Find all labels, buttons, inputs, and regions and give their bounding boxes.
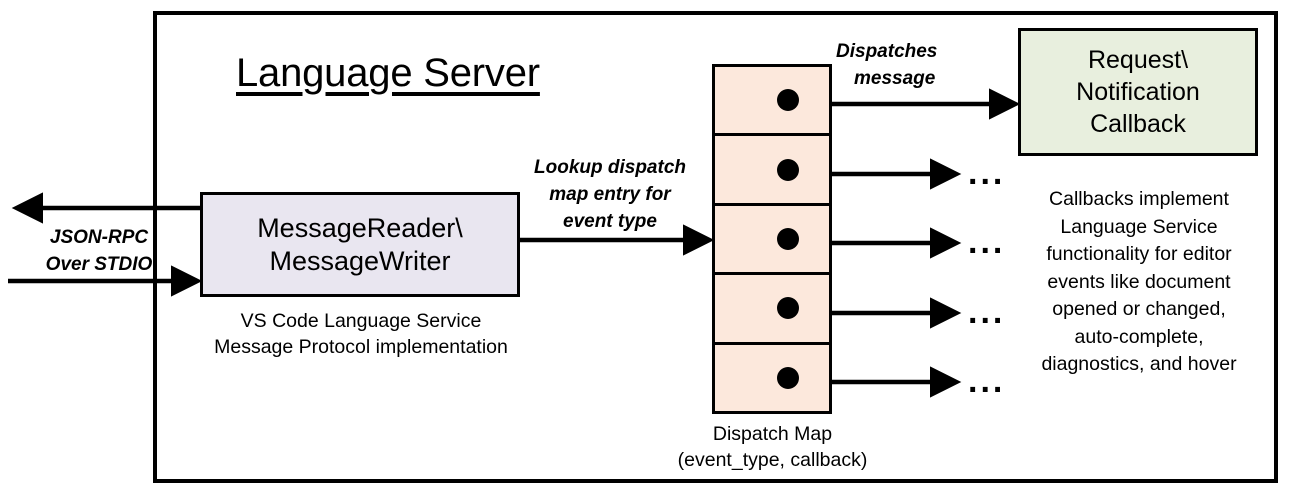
page-title: Language Server [236,51,540,95]
callback-dot-icon [777,158,799,181]
dispatch-caption-line1: Dispatch Map [712,423,833,445]
callback-caption-line: Callbacks implement [1049,188,1229,210]
ellipsis-row-5: ... [968,362,1006,400]
callback-caption-line: diagnostics, and hover [1041,353,1237,375]
ellipsis-row-3: ... [968,223,1006,261]
message-reader-writer-box[interactable]: MessageReader\ MessageWriter [200,192,520,297]
reader-caption-line2: Message Protocol implementation [214,336,508,358]
lookup-label-line2: map entry for [549,184,671,205]
callback-dot-icon [777,366,799,389]
dispatch-map-row[interactable] [715,275,829,345]
jsonrpc-transport-label: JSON-RPC Over STDIO [24,224,174,278]
dispatch-map-row[interactable] [715,206,829,276]
lookup-label-line3: event type [563,211,657,232]
callback-caption-line: functionality for editor [1046,243,1232,265]
dispatch-map-row[interactable] [715,136,829,206]
lookup-label-line1: Lookup dispatch [534,157,686,178]
reader-box-line1: MessageReader\ [257,212,463,243]
dispatches-message-label: Dispatches message [836,38,1006,92]
jsonrpc-label-line1: JSON-RPC [49,227,149,248]
dispatch-map-caption: Dispatch Map (event_type, callback) [650,421,895,473]
callback-dot-icon [777,228,799,251]
callback-box-line3: Callback [1090,110,1186,138]
message-reader-writer-caption: VS Code Language Service Message Protoco… [196,308,526,360]
callback-box-line1: Request\ [1087,46,1189,74]
reader-box-line2: MessageWriter [269,245,451,276]
callback-dot-icon [777,89,799,112]
callback-caption-line: events like document [1047,270,1231,293]
ellipsis-row-2: ... [968,154,1006,192]
dispatch-map-row[interactable] [715,345,829,411]
callback-box-line2: Notification [1076,78,1200,106]
dispatch-map-table[interactable] [712,64,832,414]
callback-caption-line: auto-complete, [1074,325,1204,348]
reader-caption-line1: VS Code Language Service [240,310,482,332]
jsonrpc-label-line2: Over STDIO [45,254,153,275]
callback-dot-icon [777,297,799,320]
dispatch-map-row[interactable] [715,67,829,137]
language-server-container [153,11,1278,483]
callback-caption-line: opened or changed, [1052,298,1226,320]
dispatch-caption-line2: (event_type, callback) [677,449,868,471]
callback-caption-line: Language Service [1060,215,1218,238]
callback-description: Callbacks implement Language Service fun… [1008,186,1270,379]
lookup-dispatch-label: Lookup dispatch map entry for event type [520,154,700,235]
dispatches-label-line1: Dispatches [836,41,938,62]
request-notification-callback-box[interactable]: Request\ Notification Callback [1018,28,1258,156]
dispatches-label-line2: message [854,68,936,89]
ellipsis-row-4: ... [968,293,1006,331]
